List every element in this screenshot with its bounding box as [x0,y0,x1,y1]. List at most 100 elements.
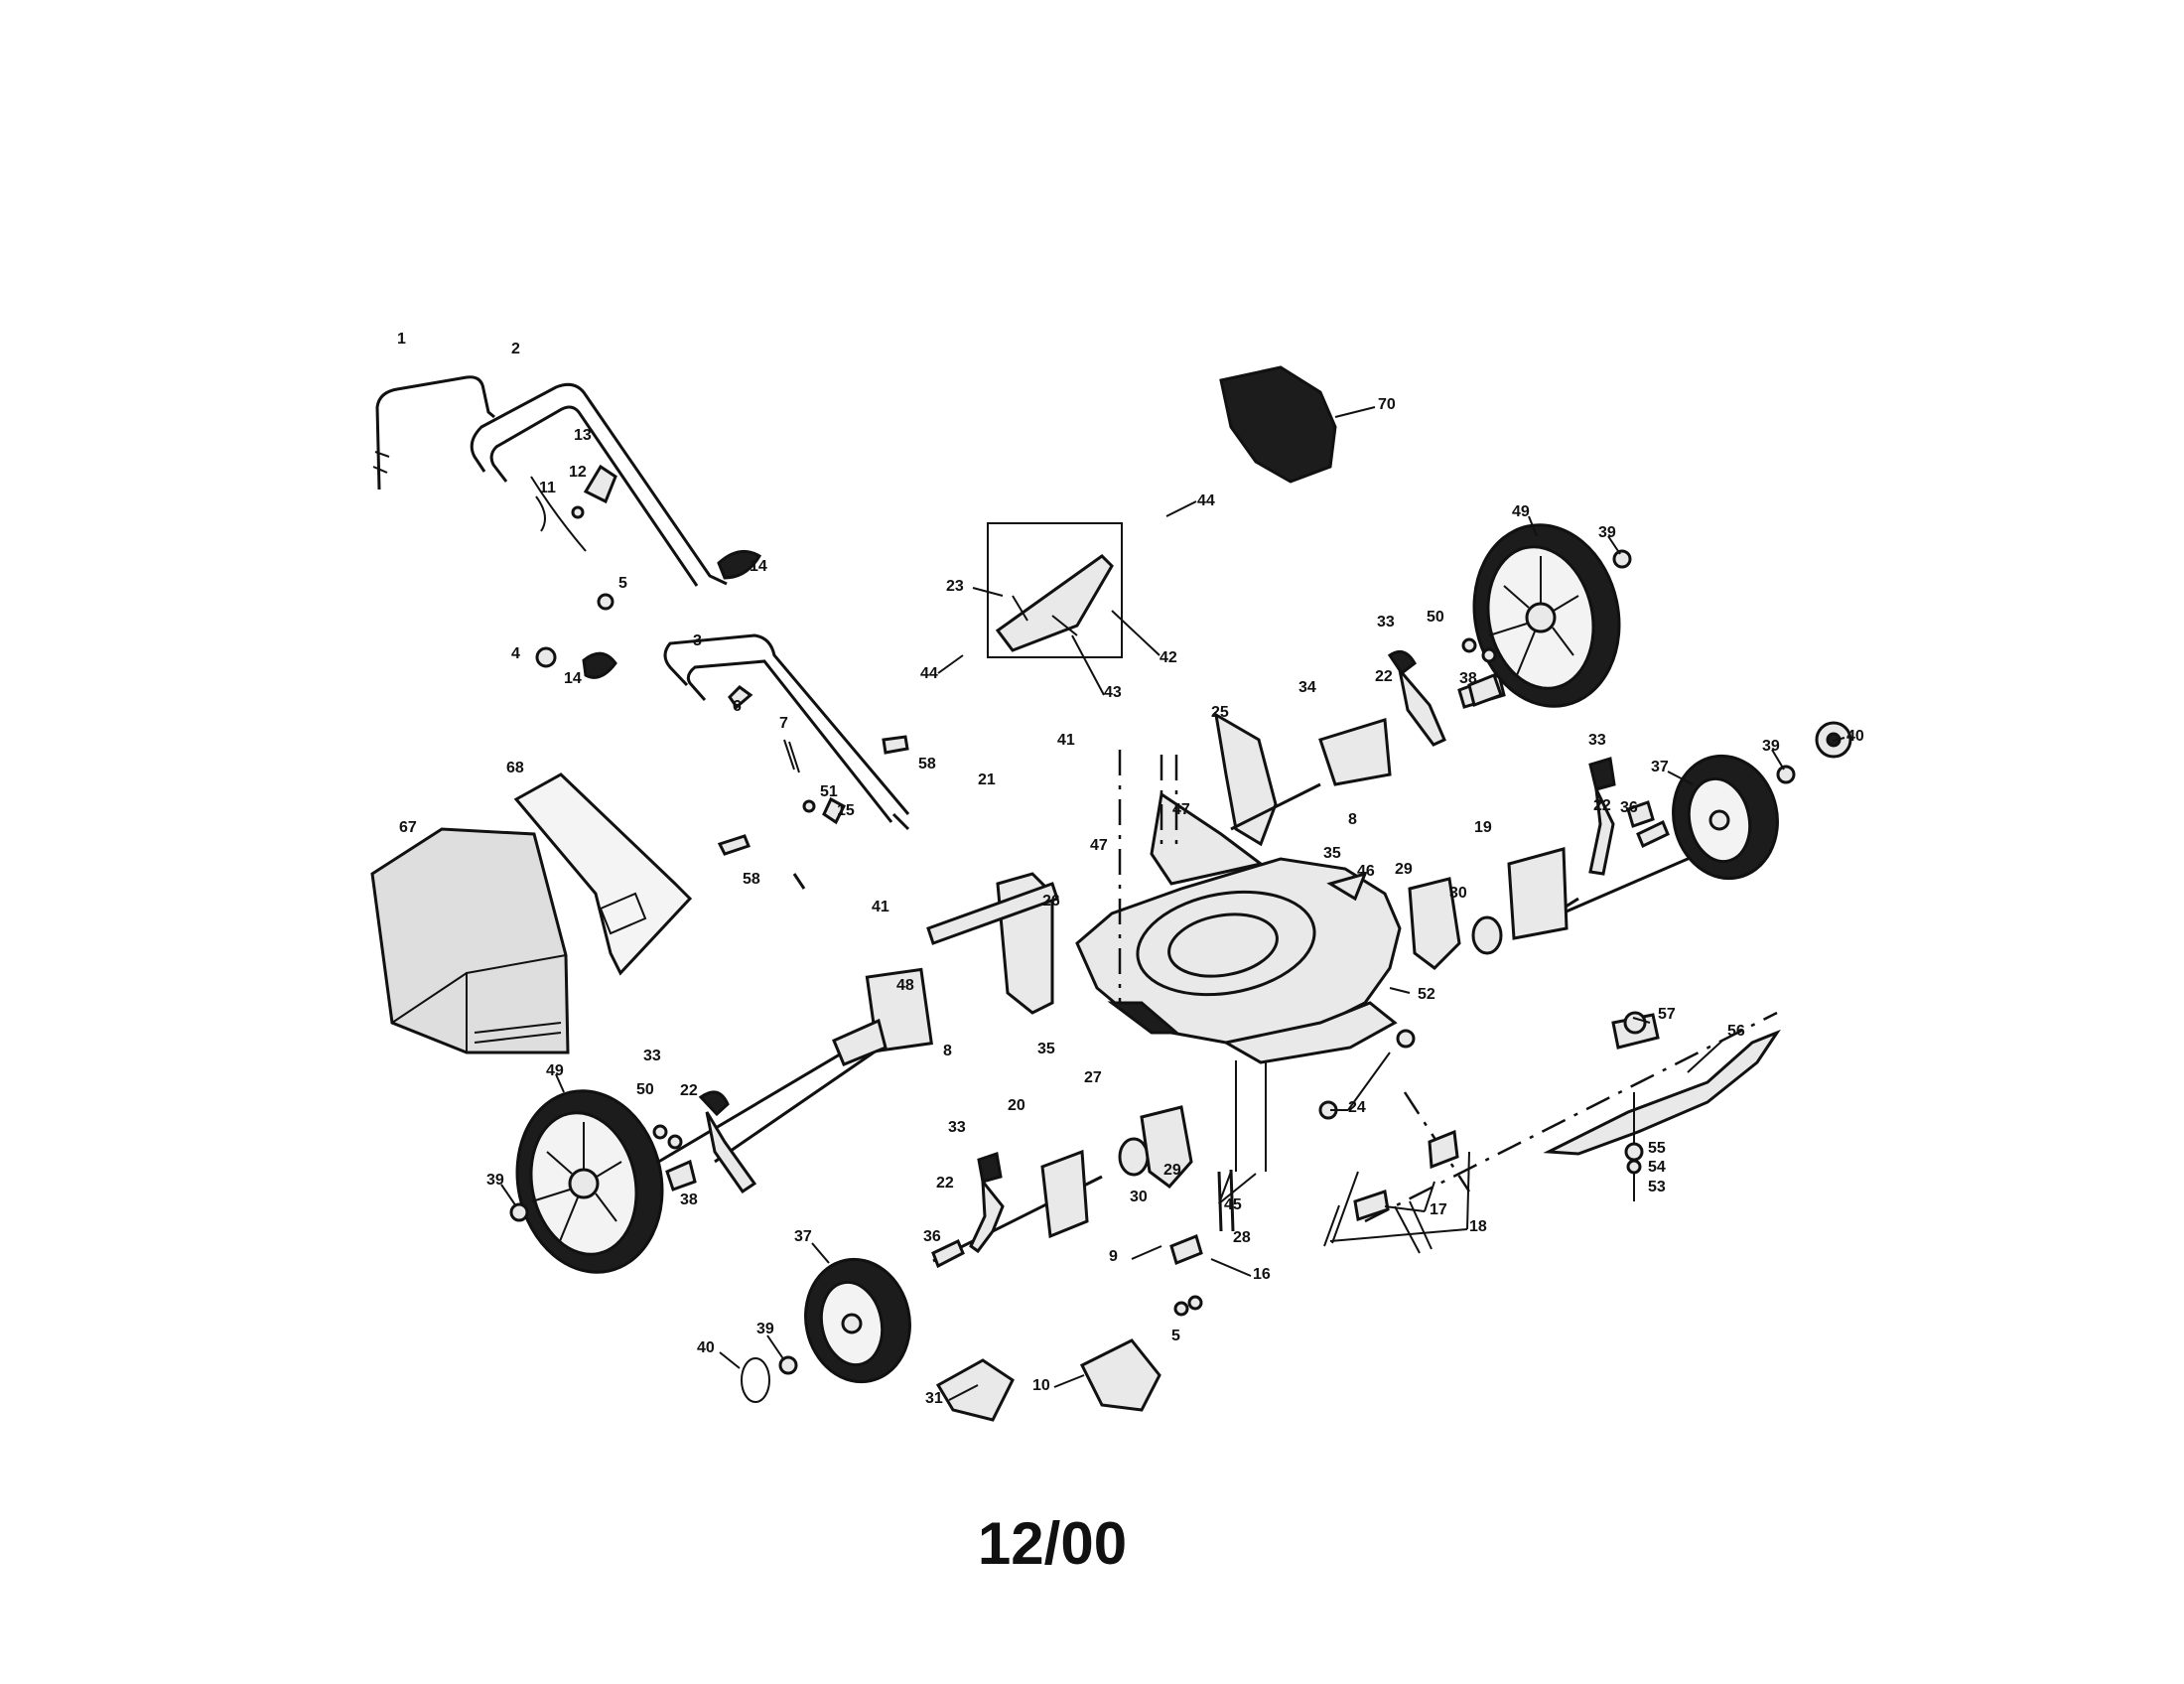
label-43: 43 [1104,684,1122,701]
label-52: 52 [1418,986,1435,1003]
mower-deck [996,712,1402,1232]
label-33: 33 [1377,614,1395,631]
label-50: 50 [1427,609,1444,626]
label-8: 8 [1348,811,1357,828]
label-35: 35 [1323,845,1341,862]
label-33: 33 [643,1048,661,1064]
label-28: 28 [1233,1229,1251,1246]
label-2: 2 [511,341,520,357]
label-3: 3 [693,632,702,649]
label-55: 55 [1648,1140,1666,1157]
label-21: 21 [978,772,996,788]
label-12: 12 [569,464,587,481]
label-31: 31 [925,1390,943,1407]
label-17: 17 [1430,1201,1447,1218]
label-29: 29 [1163,1162,1181,1179]
lower-handle-3 [663,633,910,890]
label-9: 9 [1109,1248,1118,1265]
label-16: 16 [1253,1266,1271,1283]
label-4: 4 [511,645,520,662]
label-7: 7 [779,715,788,732]
label-19: 19 [1474,819,1492,836]
label-39: 39 [1598,524,1616,541]
label-39: 39 [486,1172,504,1189]
label-39: 39 [756,1321,774,1337]
hubcaps-and-nuts [509,549,1852,1403]
label-40: 40 [1846,728,1864,745]
label-51: 51 [820,783,838,800]
label-50: 50 [636,1081,654,1098]
blade-56 [1543,1011,1781,1201]
label-35: 35 [1037,1041,1055,1057]
label-49: 49 [1512,503,1530,520]
label-38: 38 [680,1192,698,1208]
label-58: 58 [743,871,760,888]
date-code: 12/00 [977,1510,1128,1577]
label-36: 36 [1620,799,1638,816]
label-10: 10 [1032,1377,1050,1394]
label-22: 22 [936,1175,954,1192]
wheel-37-right [1672,754,1779,881]
handle-hardware [535,464,909,856]
label-33: 33 [1588,732,1606,749]
label-56: 56 [1727,1023,1745,1040]
front-axle-assembly [931,757,1748,1269]
label-44: 44 [920,665,938,682]
label-41: 41 [872,899,889,915]
upper-handle-2 [470,382,728,587]
label-49: 49 [546,1062,564,1079]
label-18: 18 [1469,1218,1487,1235]
label-29: 29 [1395,861,1413,878]
label-6: 6 [733,698,742,715]
bag-frame-68 [513,772,693,976]
label-5: 5 [1171,1328,1180,1344]
label-23: 23 [946,578,964,595]
label-67: 67 [399,819,417,836]
label-70: 70 [1378,396,1396,413]
label-39: 39 [1762,738,1780,755]
label-33: 33 [948,1119,966,1136]
wheel-37-left [804,1257,911,1384]
label-58: 58 [918,756,936,772]
label-36: 36 [923,1228,941,1245]
part-labels: 1 2 3 4 5 5 6 7 8 8 9 10 11 12 13 14 14 … [397,331,1864,1407]
control-bar-1 [372,375,495,491]
label-40: 40 [697,1339,715,1356]
label-53: 53 [1648,1179,1666,1195]
label-54: 54 [1648,1159,1666,1176]
label-15: 15 [837,802,855,819]
label-11: 11 [539,480,556,496]
label-25: 25 [1211,704,1229,721]
label-46: 46 [1357,863,1375,880]
label-47: 47 [1172,801,1190,818]
label-30: 30 [1130,1189,1148,1205]
label-5: 5 [618,575,627,592]
small-parts [926,882,1459,1422]
label-1: 1 [397,331,406,348]
label-22: 22 [1593,797,1611,814]
label-14: 14 [750,558,767,575]
label-37: 37 [1651,759,1669,775]
label-42: 42 [1160,649,1177,666]
label-48: 48 [896,977,914,994]
label-41: 41 [1057,732,1075,749]
label-34: 34 [1298,679,1316,696]
label-57: 57 [1658,1006,1676,1023]
label-44: 44 [1197,492,1215,509]
rear-deflector-23 [987,522,1123,658]
engine-70 [1219,365,1337,484]
label-26: 26 [1042,893,1060,910]
label-8: 8 [943,1043,952,1059]
label-14: 14 [564,670,582,687]
label-30: 30 [1449,885,1467,902]
label-68: 68 [506,760,524,776]
wheel-49-front-right [1472,523,1621,708]
label-47: 47 [1090,837,1108,854]
label-38: 38 [1459,670,1477,687]
wheel-49-left [515,1089,664,1274]
label-37: 37 [794,1228,812,1245]
grass-bag-67 [370,827,570,1054]
label-45: 45 [1224,1196,1242,1213]
label-20: 20 [1008,1097,1025,1114]
